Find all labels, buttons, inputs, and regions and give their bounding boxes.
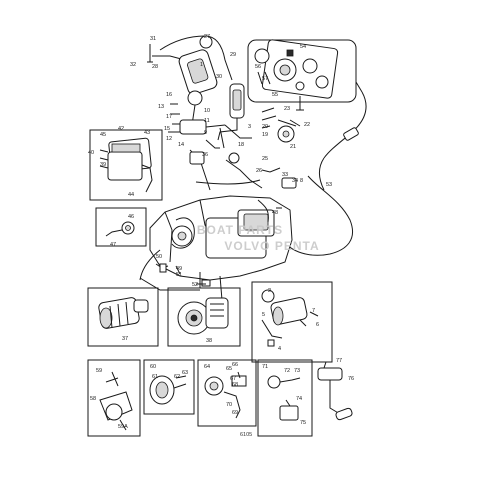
part-label: 19 [262, 132, 268, 138]
part-label: 11 [204, 118, 210, 124]
part-label: 72 [284, 368, 290, 374]
part-label: 32 [130, 62, 136, 68]
part-label: 28 [152, 64, 158, 70]
part-label: 55 [272, 92, 278, 98]
part-label: 52 [192, 282, 198, 288]
part-label: 37 [122, 336, 128, 342]
part-label: 56 [255, 64, 261, 70]
watermark-text: BOAT PARTS [197, 223, 283, 237]
gauge-60 [143, 359, 195, 415]
part-label: 4 [278, 346, 281, 352]
part-label: 1 [200, 62, 203, 68]
part-label: 74 [296, 396, 302, 402]
part-label: 73 [294, 368, 300, 374]
part-label: 33 [282, 172, 288, 178]
part-label: 38 [206, 338, 212, 344]
part-label: 40 [88, 150, 94, 156]
engine-block [139, 149, 297, 301]
part-label: 65 [226, 366, 232, 372]
part-label: 22 [304, 122, 310, 128]
oil-pressure-sender-59 [87, 359, 141, 437]
part-label: 42 [118, 126, 124, 132]
part-label: 47 [110, 242, 116, 248]
part-label: 46 [128, 214, 134, 220]
part-label: 10 [204, 108, 210, 114]
level-sender-76 [317, 361, 353, 421]
watermark: BOAT PARTS VOLVO PENTA [197, 223, 319, 253]
part-label: 21 [290, 144, 296, 150]
part-label: 75 [300, 420, 306, 426]
part-label: 6 [316, 322, 319, 328]
voltage-regulator [89, 129, 163, 201]
starter-motor-37 [87, 287, 159, 347]
ignition-coil-assembly [147, 35, 252, 149]
part-label: 66 [232, 362, 238, 368]
part-label: 36 [202, 152, 208, 158]
part-label: 62 [174, 374, 180, 380]
part-label: 61 [152, 374, 158, 380]
detail-box-46 [95, 207, 147, 247]
part-label: 68 [232, 382, 238, 388]
part-label: 39 [100, 162, 106, 168]
part-label: 15 [164, 126, 170, 132]
alternator-38 [167, 287, 241, 347]
part-label: 14 [178, 142, 184, 148]
part-label: 12 [166, 136, 172, 142]
part-label: 54 [300, 44, 306, 50]
instrument-panel [247, 39, 363, 111]
part-label: 16 [166, 92, 172, 98]
part-label: 2 [268, 288, 271, 294]
part-label: 9 [204, 130, 207, 136]
part-label: 59 [96, 368, 102, 374]
part-label: 5 [262, 312, 265, 318]
part-label: 13 [158, 104, 164, 110]
watermark-text-2: VOLVO PENTA [224, 239, 319, 253]
part-label: 27 [204, 34, 210, 40]
extension-cable [283, 91, 367, 256]
part-label: 45 [100, 132, 106, 138]
part-label: 26 [256, 168, 262, 174]
part-label: 58 [90, 396, 96, 402]
part-label: 71 [262, 364, 268, 370]
part-label: 23 [284, 106, 290, 112]
part-label: 51 [176, 272, 182, 278]
starter-detail-2 [251, 281, 333, 363]
part-label: 43 [144, 130, 150, 136]
connector-parts [139, 263, 211, 291]
part-label: 29 [230, 52, 236, 58]
part-label: 64 [204, 364, 210, 370]
part-label: 17 [166, 114, 172, 120]
part-label: 25 [262, 156, 268, 162]
part-label: 67 [230, 376, 236, 382]
fuse-holder-assembly [261, 107, 301, 143]
part-label: 50 [156, 254, 162, 260]
part-label: 69 [232, 410, 238, 416]
part-label: 30 [216, 74, 222, 80]
part-label: 60 [150, 364, 156, 370]
part-label: 49 [176, 266, 182, 272]
part-label: 18 [238, 142, 244, 148]
part-label: 7 [312, 308, 315, 314]
part-label: 44 [128, 192, 134, 198]
part-label: 70 [226, 402, 232, 408]
part-label: 63 [182, 370, 188, 376]
part-label: 53 [326, 182, 332, 188]
part-label: 3 [248, 124, 251, 130]
relay-71 [257, 359, 313, 437]
part-label: 8 [300, 178, 303, 184]
part-label: 20 [262, 124, 268, 130]
part-label: 76 [348, 376, 354, 382]
part-label: 48 [272, 210, 278, 216]
part-label: 59A [118, 424, 128, 430]
part-label: 57 [262, 76, 268, 82]
part-label: 77 [336, 358, 342, 364]
temperature-gauge-64 [197, 359, 257, 427]
part-label: 31 [150, 36, 156, 42]
part-label: 34 [292, 178, 298, 184]
drawing-code: 6105 [240, 432, 252, 438]
